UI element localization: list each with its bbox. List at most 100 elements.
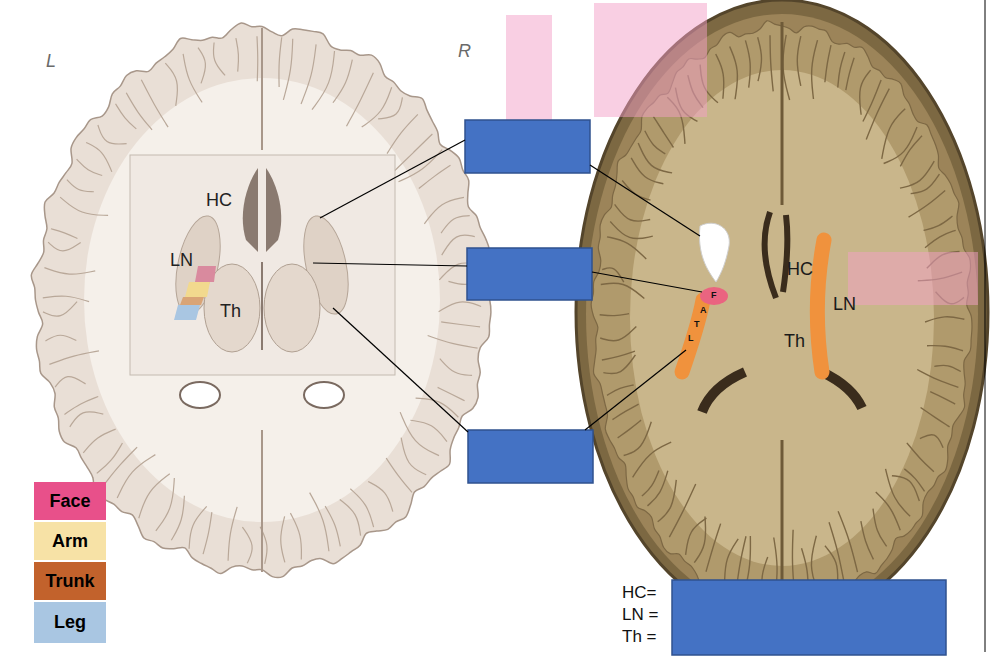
lentiform-nucleus <box>682 300 703 372</box>
sulcus-line <box>400 412 439 456</box>
lentiform-nucleus <box>818 240 824 372</box>
leg-region <box>174 305 200 320</box>
sulcus-line <box>624 422 652 456</box>
sulcus-line <box>607 385 634 395</box>
sulcus-line <box>333 60 352 103</box>
sulcus-line <box>863 80 881 122</box>
sulcus-line <box>281 516 285 562</box>
sulcus-line <box>706 524 721 572</box>
ventricle <box>243 168 258 252</box>
sulcus-line <box>825 45 831 82</box>
sulcus-line <box>310 493 329 552</box>
leader-line <box>333 308 468 432</box>
sulcus-line <box>642 470 659 496</box>
skull <box>576 0 988 624</box>
arm-region <box>185 282 210 297</box>
sulcus-line <box>615 204 651 221</box>
structure-label: LN <box>833 295 856 313</box>
sulcus-line <box>758 37 762 81</box>
leader-line <box>592 272 702 292</box>
sulcus-line <box>77 159 103 175</box>
sulcus-line <box>350 489 373 527</box>
sulcus-line <box>600 314 629 316</box>
sulcus-line <box>686 518 707 555</box>
sulcus-line <box>416 398 459 417</box>
sulcus-line <box>812 40 818 99</box>
sulcus-line <box>51 229 78 239</box>
sulcus-line <box>669 484 695 537</box>
sulcus-line <box>156 478 174 531</box>
sulcus-line <box>440 359 472 376</box>
sulcus-line <box>312 51 335 110</box>
sulcus-line <box>873 509 887 547</box>
sulcus-line <box>838 52 845 88</box>
somatotopy-letter: A <box>700 306 707 315</box>
brain-outline <box>31 23 491 578</box>
legend-text: Leg <box>54 612 86 633</box>
orientation-label: R <box>458 42 471 60</box>
sulcus-line <box>909 190 946 217</box>
leader-line <box>590 165 700 236</box>
sulcus-line <box>346 73 373 126</box>
sulcus-line <box>67 180 94 192</box>
sulcus-line <box>838 511 857 572</box>
sulcus-line <box>105 447 137 484</box>
sulcus-line <box>386 458 412 492</box>
structure-label: HC <box>206 191 232 209</box>
sulcus-line <box>44 268 95 274</box>
sulcus-line <box>48 242 81 251</box>
sulcus-line <box>368 482 393 512</box>
sulcus-line <box>602 351 635 360</box>
sulcus-line <box>165 63 177 106</box>
sulcus-line <box>401 438 426 475</box>
sulcus-line <box>730 47 738 100</box>
sulcus-line <box>925 317 964 322</box>
legend-swatch: Leg <box>34 602 106 643</box>
sulcus-line <box>438 387 465 400</box>
illustrated-brain <box>31 23 491 578</box>
sulcus-line <box>139 474 170 518</box>
sulcus-line <box>900 136 922 167</box>
sulcus-line <box>861 521 874 559</box>
sulcus-line <box>183 54 202 103</box>
sulcus-line <box>892 476 919 501</box>
brain-section-photo <box>576 0 988 624</box>
sulcus-line <box>882 109 905 159</box>
sulcus-line <box>283 39 292 100</box>
sulcus-line <box>387 114 418 153</box>
sulcus-line <box>884 127 917 164</box>
sulcus-line <box>653 117 673 148</box>
answer-mask <box>465 120 590 173</box>
sulcus-line <box>829 522 844 581</box>
frame-line <box>985 0 986 652</box>
sulcus-line <box>645 131 665 154</box>
sulcus-line <box>49 351 99 365</box>
highlight-patch <box>594 3 707 117</box>
face-region <box>700 287 728 305</box>
answer-mask <box>468 430 593 483</box>
sulcus-line <box>55 377 85 388</box>
sulcus-line <box>920 435 943 448</box>
sulcus-line <box>189 506 207 548</box>
ventricle <box>266 168 281 252</box>
sulcus-line <box>424 197 464 223</box>
sulcus-line <box>900 161 934 188</box>
legend-swatch: Arm <box>34 522 106 560</box>
posterior-horn <box>180 382 220 408</box>
sulcus-line <box>43 296 89 302</box>
sulcus-line <box>43 302 77 317</box>
sulcus-line <box>64 397 98 415</box>
caudate-highlight <box>699 223 729 282</box>
sulcus-line <box>876 492 900 530</box>
sulcus-line <box>141 80 168 127</box>
sulcus-line <box>618 420 641 438</box>
sulcus-line <box>441 216 470 233</box>
sulcus-line <box>725 539 739 583</box>
sulcus-line <box>924 216 953 230</box>
thalamus <box>264 264 320 352</box>
sulcus-line <box>70 412 103 427</box>
sulcus-line <box>236 38 239 72</box>
legend-swatch: Trunk <box>34 562 106 600</box>
